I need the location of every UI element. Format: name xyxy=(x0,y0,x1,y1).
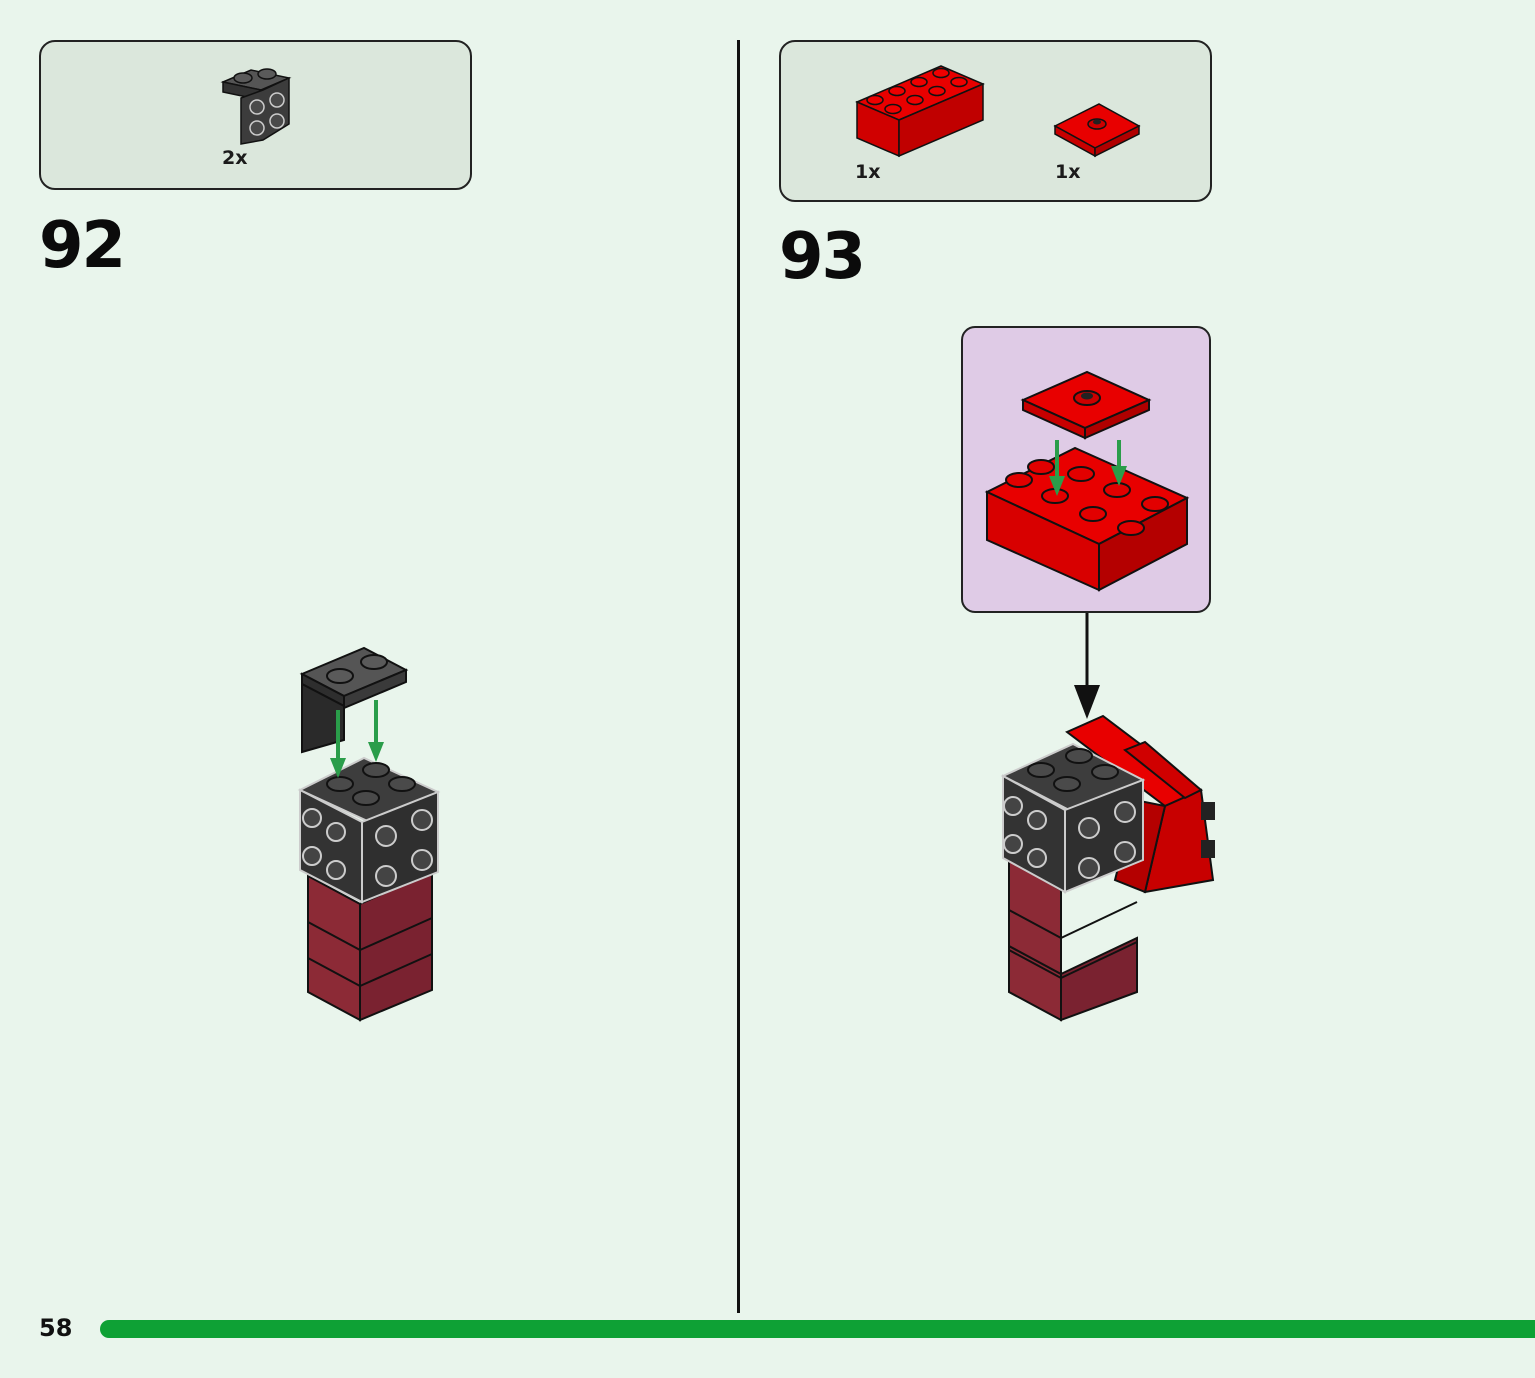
part-quantity: 2x xyxy=(222,147,248,169)
page-number: 58 xyxy=(39,1314,73,1342)
sub-assembly-callout xyxy=(961,326,1211,613)
step-number: 92 xyxy=(39,209,126,283)
red-plate-jumper-icon xyxy=(1053,103,1141,158)
step-93-parts-box: 1x 1x xyxy=(779,40,1212,202)
step-number: 93 xyxy=(779,220,866,294)
step-92-assembly-illustration xyxy=(297,646,441,1022)
part-quantity: 1x xyxy=(855,161,881,183)
sub-assembly-illustration xyxy=(984,370,1190,592)
part-quantity: 1x xyxy=(1055,161,1081,183)
step-92-parts-box: 2x xyxy=(39,40,472,190)
callout-arrow xyxy=(1074,613,1100,719)
progress-bar xyxy=(100,1320,1535,1338)
dark-gray-bracket-icon xyxy=(220,68,292,145)
step-93-assembly-illustration xyxy=(1000,714,1215,1022)
step-divider xyxy=(737,40,740,1313)
red-brick-2x4-icon xyxy=(855,65,985,158)
